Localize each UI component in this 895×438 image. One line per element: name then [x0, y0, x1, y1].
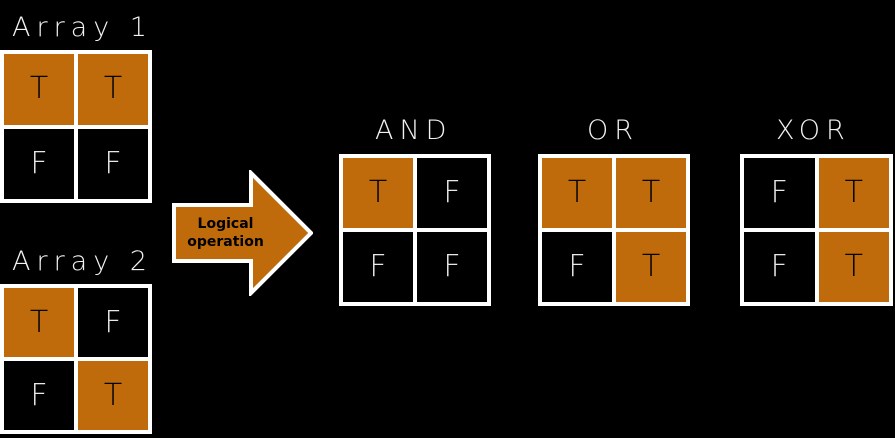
array-1-grid: T T F F [0, 50, 152, 203]
arrow-right-icon [172, 170, 313, 296]
array-2-cell-r1c1: T [78, 361, 148, 430]
array-2-title: Array 2 [12, 246, 153, 277]
xor-result-grid: F T F T [740, 154, 893, 306]
xor-cell-r0c0: F [744, 158, 815, 228]
array-1-cell-r1c0: F [4, 128, 74, 199]
and-cell-r0c1: F [417, 158, 487, 228]
xor-cell-r1c0: F [744, 232, 815, 302]
and-cell-r1c0: F [343, 232, 413, 302]
and-cell-r1c1: F [417, 232, 487, 302]
or-cell-r1c0: F [542, 232, 612, 302]
xor-title: XOR [776, 115, 851, 146]
array-1-cell-r1c1: F [78, 128, 148, 199]
or-result-grid: T T F T [538, 154, 690, 306]
or-cell-r0c1: T [616, 158, 686, 228]
or-title: OR [587, 115, 640, 146]
and-title: AND [375, 115, 453, 146]
array-2-cell-r0c0: T [4, 288, 74, 357]
array-2-cell-r0c1: F [78, 288, 148, 357]
array-2-cell-r1c0: F [4, 361, 74, 430]
array-1-cell-r0c0: T [4, 54, 74, 125]
xor-cell-r0c1: T [818, 158, 889, 228]
logical-operation-arrow: Logical operation [172, 170, 313, 296]
array-1-cell-r0c1: T [78, 54, 148, 125]
xor-cell-r1c1: T [818, 232, 889, 302]
and-cell-r0c0: T [343, 158, 413, 228]
and-result-grid: T F F F [339, 154, 491, 306]
or-cell-r0c0: T [542, 158, 612, 228]
or-cell-r1c1: T [616, 232, 686, 302]
array-1-title: Array 1 [12, 12, 153, 43]
array-2-grid: T F F T [0, 284, 152, 434]
